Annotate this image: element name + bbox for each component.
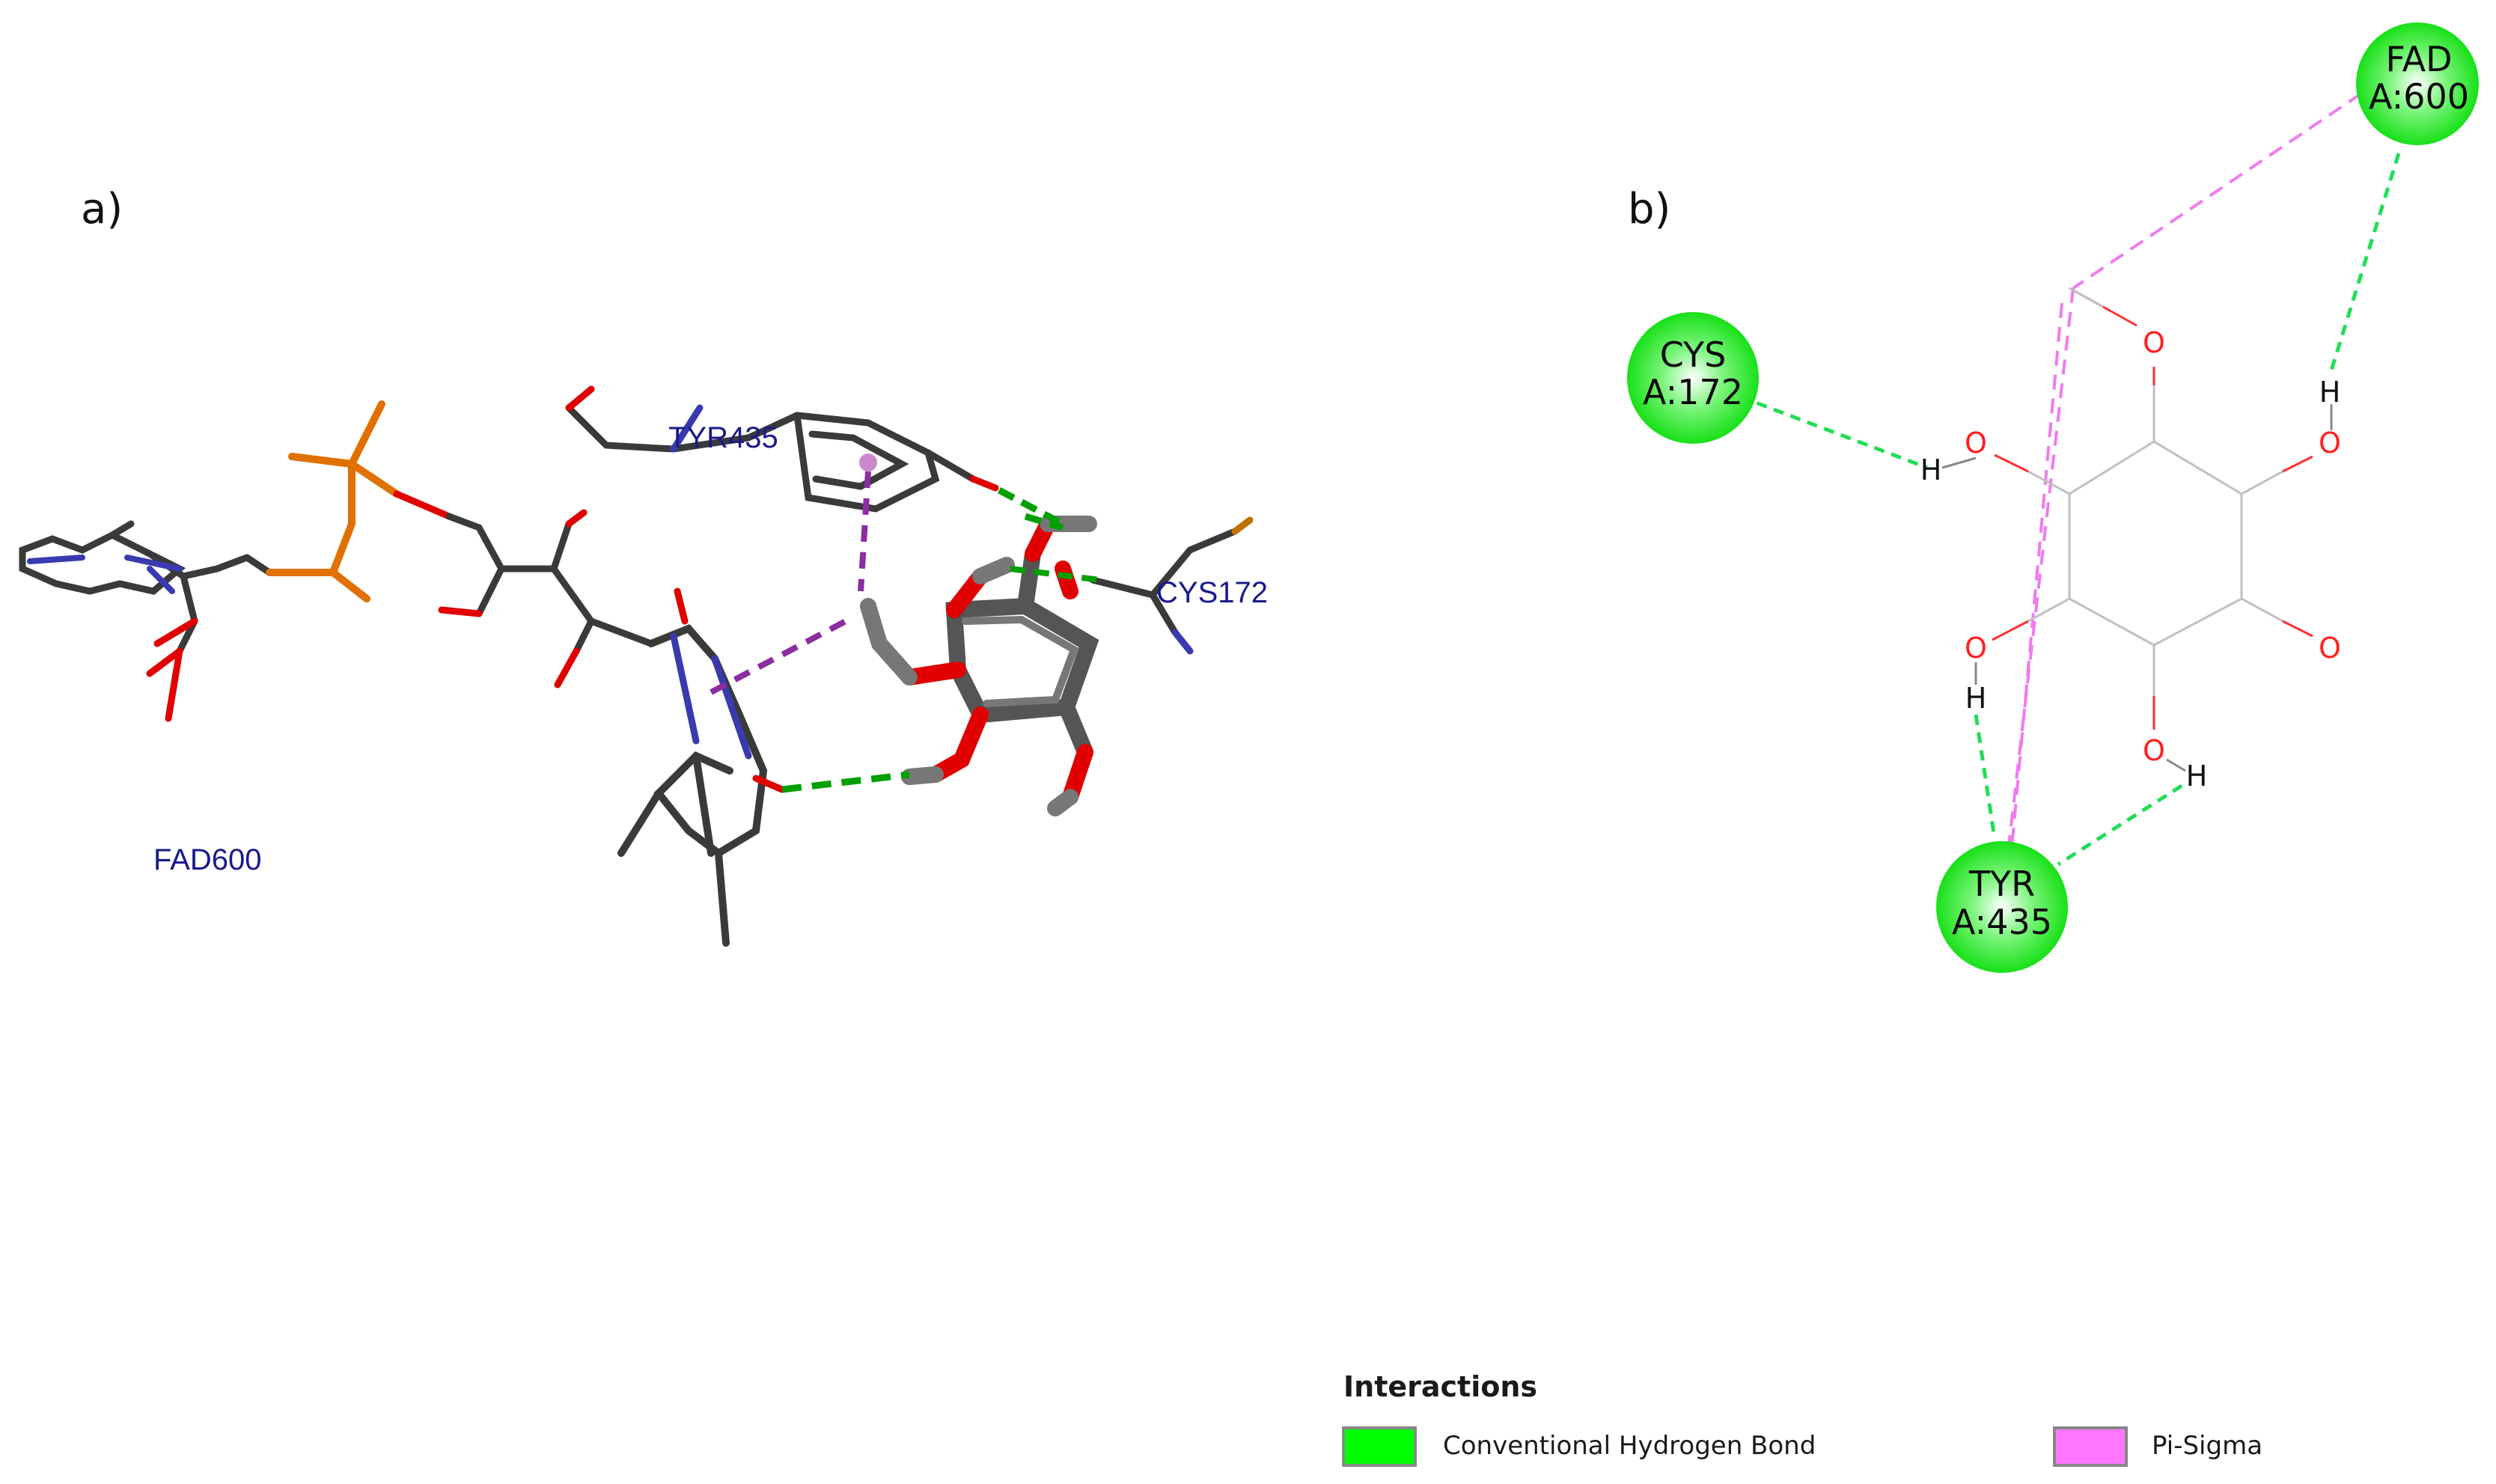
legend-label-pi-sigma: Pi-Sigma: [2152, 1431, 2262, 1461]
interactions-3d: [710, 471, 1101, 793]
panel-a-label: a): [81, 185, 123, 233]
legend-swatch-hbond: [1342, 1426, 1417, 1467]
legend-title: Interactions: [1343, 1370, 1537, 1403]
hbond-2d-cys: [1739, 394, 1928, 470]
cys172-residue: [1089, 516, 1254, 655]
hydrogen-3: H: [1965, 682, 1987, 715]
fad-left-rings: [19, 520, 273, 655]
oxygen-methoxy: O: [2143, 326, 2165, 359]
panel-b-label: b): [1628, 185, 1670, 233]
legend-item-pi-sigma: Pi-Sigma: [2053, 1426, 2262, 1467]
oxygen-keto: O: [2319, 632, 2341, 665]
residue-tyr-id: A:435: [1952, 902, 2052, 942]
label-cys172: CYS172: [1156, 576, 1268, 609]
oxygen-oh-3: O: [1965, 632, 1987, 665]
hbond-3d-tyr: [997, 487, 1065, 531]
atom-labels: O O O O O O H H H H: [1920, 326, 2341, 793]
legend-label-hbond: Conventional Hydrogen Bond: [1443, 1431, 1816, 1461]
ligand-molecule: [860, 516, 1099, 816]
residue-cys-name: CYS: [1660, 335, 1727, 375]
fad-molecule: [19, 400, 786, 947]
pi-sigma-2d-fad: [2072, 92, 2363, 290]
pi-sigma-3d-fad: [710, 618, 847, 695]
pi-sigma-3d-tyr: [858, 471, 871, 592]
tyr435-residue: [565, 385, 999, 513]
legend-swatch-pi-sigma: [2053, 1426, 2128, 1467]
legend-item-hbond: Conventional Hydrogen Bond: [1342, 1426, 1816, 1467]
hbond-3d-cys: [1010, 566, 1101, 583]
hydrogen-2: H: [2319, 376, 2341, 409]
cyclohexane-ring: [2068, 440, 2243, 647]
residue-cys-id: A:172: [1643, 372, 1743, 412]
pi-sigma-2d-tyr-a: [2004, 287, 2075, 873]
panel-a: a): [19, 185, 1268, 947]
residue-cys-a172: CYS A:172: [1627, 312, 1759, 444]
hydrogen-4: H: [2186, 760, 2208, 793]
hbond-3d-fad: [781, 771, 910, 793]
ligand-2d: [1941, 287, 2333, 772]
oxygen-oh-1: O: [1965, 427, 1987, 459]
hydrogen-1: H: [1920, 454, 1942, 486]
residue-tyr-a435: TYR A:435: [1936, 841, 2068, 973]
hbond-2d-tyr-a: [1974, 714, 1997, 839]
interactions-2d: [1739, 92, 2401, 873]
label-fad600: FAD600: [153, 843, 262, 876]
hbond-2d-fad: [2329, 153, 2401, 371]
label-tyr435: TYR435: [668, 421, 778, 454]
residue-tyr-name: TYR: [1968, 864, 2035, 904]
legend: Interactions Conventional Hydrogen Bond …: [1342, 1370, 2262, 1467]
residue-fad-a600: FAD A:600: [2356, 22, 2479, 145]
panel-b: b): [1342, 22, 2479, 1467]
residue-fad-id: A:600: [2369, 76, 2469, 117]
residue-fad-name: FAD: [2385, 39, 2452, 79]
pi-sigma-2d-tyr-b: [2008, 302, 2063, 873]
hbond-2d-tyr-b: [2057, 784, 2183, 867]
oxygen-oh-4: O: [2143, 734, 2165, 767]
oxygen-oh-2: O: [2319, 427, 2341, 459]
